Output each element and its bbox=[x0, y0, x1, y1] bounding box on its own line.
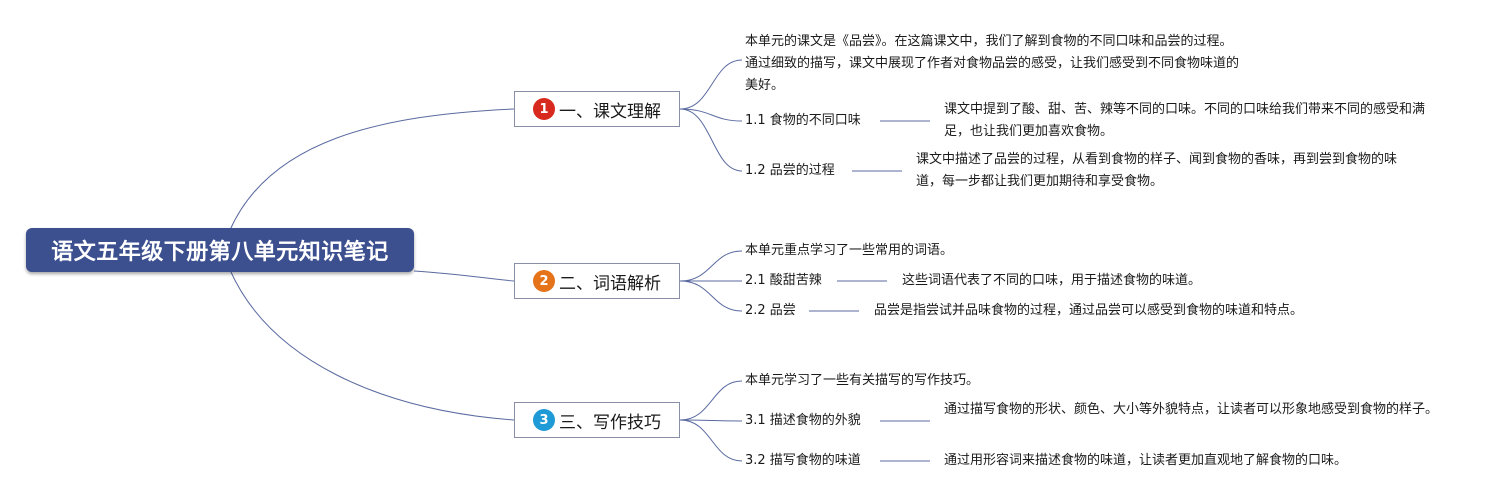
branch-2-topic[interactable]: 2 二、词语解析 bbox=[514, 263, 680, 299]
number-3-badge-icon: 3 bbox=[533, 409, 555, 431]
item-2-1-label: 2.1 酸甜苦辣 bbox=[745, 273, 822, 288]
item-3-2-detail: 通过用形容词来描述食物的味道，让读者更加直观地了解食物的口味。 bbox=[944, 453, 1348, 468]
branch-2-title: 二、词语解析 bbox=[559, 273, 661, 294]
branch-1-title: 一、课文理解 bbox=[559, 101, 661, 122]
connector-branch2-item2 bbox=[679, 280, 743, 312]
branch-1-topic[interactable]: 1 一、课文理解 bbox=[514, 91, 680, 127]
connector-branch1-summary bbox=[679, 59, 743, 110]
branch-1-summary: 本单元的课文是《品尝》。在这篇课文中，我们了解到食物的不同口味和品尝的过程。通过… bbox=[745, 34, 1240, 93]
connector-branch1-item1 bbox=[679, 108, 743, 122]
item-3-2-label: 3.2 描写食物的味道 bbox=[745, 453, 861, 468]
connector-branch2-summary bbox=[679, 250, 743, 282]
branch-2-summary: 本单元重点学习了一些常用的词语。 bbox=[745, 243, 954, 258]
connector-root-branch-2 bbox=[413, 270, 515, 282]
number-2-badge-icon: 2 bbox=[533, 270, 555, 292]
connector-branch3-item2 bbox=[679, 419, 743, 462]
branch-3-title: 三、写作技巧 bbox=[559, 412, 661, 433]
connector-branch3-summary bbox=[679, 380, 743, 421]
branch-3-summary: 本单元学习了一些有关描写的写作技巧。 bbox=[745, 373, 980, 388]
item-1-2-label: 1.2 品尝的过程 bbox=[745, 163, 835, 178]
item-3-1-label: 3.1 描述食物的外貌 bbox=[745, 413, 861, 428]
root-topic[interactable]: 语文五年级下册第八单元知识笔记 bbox=[26, 228, 414, 272]
item-1-1-detail: 课文中提到了酸、甜、苦、辣等不同的口味。不同的口味给我们带来不同的感受和满足，也… bbox=[944, 102, 1426, 139]
item-3-1-detail: 通过描写食物的形状、颜色、大小等外貌特点，让读者可以形象地感受到食物的样子。 bbox=[944, 402, 1439, 417]
item-1-1-label: 1.1 食物的不同口味 bbox=[745, 113, 861, 128]
branch-3-topic[interactable]: 3 三、写作技巧 bbox=[514, 402, 680, 438]
number-1-badge-icon: 1 bbox=[533, 98, 555, 120]
item-1-2-detail: 课文中描述了品尝的过程，从看到食物的样子、闻到食物的香味，再到尝到食物的味道，每… bbox=[916, 152, 1398, 189]
item-2-1-detail: 这些词语代表了不同的口味，用于描述食物的味道。 bbox=[902, 273, 1202, 288]
connector-root-branch-1 bbox=[229, 108, 515, 231]
connector-branch1-item2 bbox=[679, 108, 743, 172]
item-2-2-detail: 品尝是指尝试并品味食物的过程，通过品尝可以感受到食物的味道和特点。 bbox=[874, 303, 1304, 318]
connector-root-branch-3 bbox=[229, 269, 515, 421]
connector-branch3-item1 bbox=[679, 419, 743, 422]
item-2-2-label: 2.2 品尝 bbox=[745, 303, 796, 318]
